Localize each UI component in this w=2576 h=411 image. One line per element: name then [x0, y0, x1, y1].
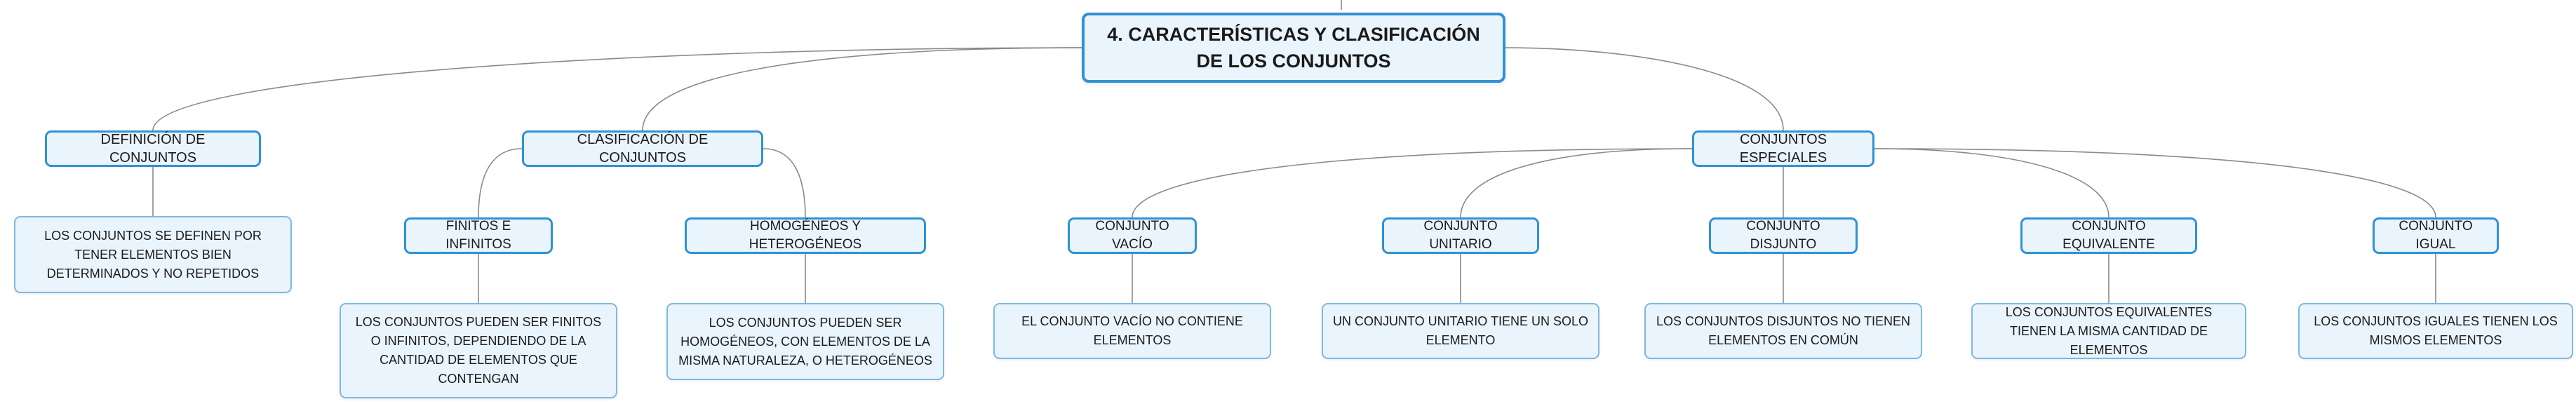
topic-definicion-label: DEFINICIÓN DE CONJUNTOS	[100, 132, 206, 166]
topic-clasificacion[interactable]: CLASIFICACIÓN DE CONJUNTOS	[522, 130, 763, 167]
detail-finitos[interactable]: LOS CONJUNTOS PUEDEN SER FINITOS O INFIN…	[340, 303, 617, 398]
detail-equivalente[interactable]: LOS CONJUNTOS EQUIVALENTES TIENEN LA MIS…	[1971, 303, 2246, 359]
connector-root-especiales	[1505, 47, 1784, 131]
detail-igual-text: LOS CONJUNTOS IGUALES TIENEN LOS MISMOS …	[2314, 314, 2558, 347]
topic-finitos[interactable]: FINITOS E INFINITOS	[404, 217, 553, 254]
topic-igual-label: CONJUNTO IGUAL	[2399, 219, 2473, 252]
detail-vacio-text: EL CONJUNTO VACÍO NO CONTIENE ELEMENTOS	[1021, 314, 1243, 347]
detail-homogeneos-text: LOS CONJUNTOS PUEDEN SER HOMOGÉNEOS, CON…	[678, 315, 932, 368]
detail-homogeneos[interactable]: LOS CONJUNTOS PUEDEN SER HOMOGÉNEOS, CON…	[666, 303, 944, 380]
detail-vacio[interactable]: EL CONJUNTO VACÍO NO CONTIENE ELEMENTOS	[993, 303, 1271, 359]
connector-root-definicion	[152, 47, 1082, 131]
detail-finitos-text: LOS CONJUNTOS PUEDEN SER FINITOS O INFIN…	[355, 315, 602, 386]
topic-unitario-label: CONJUNTO UNITARIO	[1423, 219, 1498, 252]
topic-unitario[interactable]: CONJUNTO UNITARIO	[1382, 217, 1539, 254]
detail-unitario[interactable]: UN CONJUNTO UNITARIO TIENE UN SOLO ELEME…	[1322, 303, 1599, 359]
topic-vacio[interactable]: CONJUNTO VACÍO	[1068, 217, 1197, 254]
detail-igual[interactable]: LOS CONJUNTOS IGUALES TIENEN LOS MISMOS …	[2298, 303, 2573, 359]
topic-igual[interactable]: CONJUNTO IGUAL	[2373, 217, 2499, 254]
topic-definicion[interactable]: DEFINICIÓN DE CONJUNTOS	[45, 130, 261, 167]
connector-clasificacion-finitos	[478, 148, 523, 218]
connector-especiales-vacio	[1132, 148, 1693, 218]
detail-definicion[interactable]: LOS CONJUNTOS SE DEFINEN POR TENER ELEME…	[14, 216, 292, 293]
topic-especiales-label: CONJUNTOS ESPECIALES	[1739, 132, 1827, 166]
connector-especiales-igual	[1874, 148, 2436, 218]
detail-disjunto[interactable]: LOS CONJUNTOS DISJUNTOS NO TIENEN ELEMEN…	[1644, 303, 1922, 359]
topic-equivalente-label: CONJUNTO EQUIVALENTE	[2062, 219, 2155, 252]
detail-definicion-text: LOS CONJUNTOS SE DEFINEN POR TENER ELEME…	[44, 228, 262, 281]
topic-clasificacion-label: CLASIFICACIÓN DE CONJUNTOS	[577, 132, 709, 166]
connector-especiales-equivalente	[1874, 148, 2109, 218]
root-topic-label: 4. CARACTERÍSTICAS Y CLASIFICACIÓN DE LO…	[1107, 24, 1480, 72]
connector-root-clasificacion	[642, 47, 1082, 131]
topic-vacio-label: CONJUNTO VACÍO	[1095, 219, 1169, 252]
connector-especiales-unitario	[1460, 148, 1693, 218]
detail-equivalente-text: LOS CONJUNTOS EQUIVALENTES TIENEN LA MIS…	[2005, 304, 2213, 357]
topic-disjunto[interactable]: CONJUNTO DISJUNTO	[1709, 217, 1858, 254]
topic-homogeneos[interactable]: HOMOGÉNEOS Y HETEROGÉNEOS	[685, 217, 926, 254]
detail-unitario-text: UN CONJUNTO UNITARIO TIENE UN SOLO ELEME…	[1332, 314, 1589, 347]
detail-disjunto-text: LOS CONJUNTOS DISJUNTOS NO TIENEN ELEMEN…	[1656, 314, 1911, 347]
root-topic[interactable]: 4. CARACTERÍSTICAS Y CLASIFICACIÓN DE LO…	[1082, 13, 1505, 83]
topic-homogeneos-label: HOMOGÉNEOS Y HETEROGÉNEOS	[749, 219, 862, 252]
topic-equivalente[interactable]: CONJUNTO EQUIVALENTE	[2020, 217, 2197, 254]
topic-especiales[interactable]: CONJUNTOS ESPECIALES	[1692, 130, 1874, 167]
connector-clasificacion-homogeneos	[763, 148, 806, 218]
topic-disjunto-label: CONJUNTO DISJUNTO	[1746, 219, 1820, 252]
topic-finitos-label: FINITOS E INFINITOS	[445, 219, 511, 252]
